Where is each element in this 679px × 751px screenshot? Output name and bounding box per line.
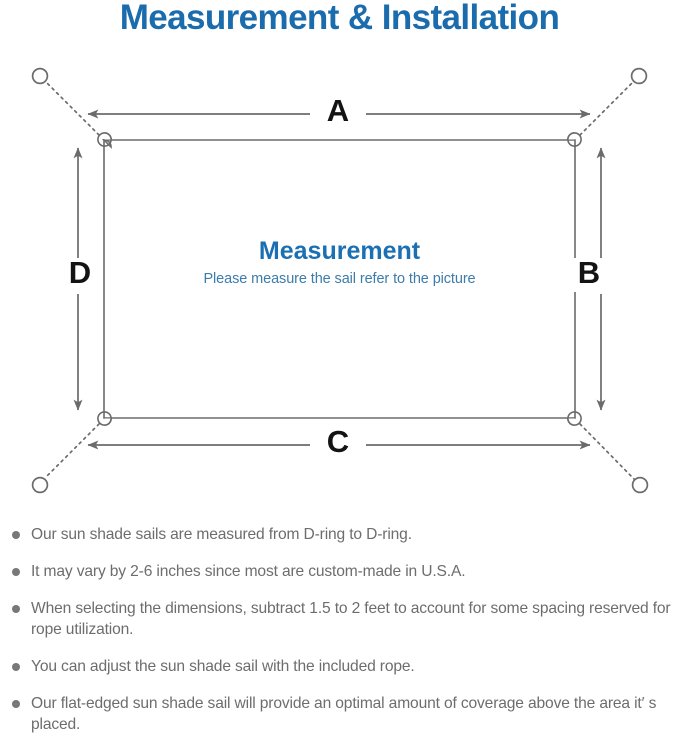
dimension-label-a: A xyxy=(310,95,366,130)
note-text: When selecting the dimensions, subtract … xyxy=(31,600,671,638)
notes-list: Our sun shade sails are measured from D-… xyxy=(0,524,679,751)
rope-lines xyxy=(44,80,636,481)
list-item: You can adjust the sun shade sail with t… xyxy=(0,656,679,677)
dimension-label-b: B xyxy=(566,257,612,292)
note-text: Our flat-edged sun shade sail will provi… xyxy=(31,695,657,733)
rope-top-left xyxy=(45,81,100,136)
list-item: Our sun shade sails are measured from D-… xyxy=(0,524,679,545)
anchor-bottom-right xyxy=(631,476,649,494)
d-ring-top-right xyxy=(567,132,582,147)
bullet-icon xyxy=(12,605,20,613)
bullet-icon xyxy=(12,663,20,671)
d-ring-bottom-right xyxy=(567,411,582,426)
dimension-label-d: D xyxy=(57,257,103,292)
d-ring-top-left xyxy=(97,132,112,149)
anchor-bottom-left xyxy=(31,476,49,494)
d-ring-bottom-left xyxy=(97,411,112,426)
page-title: Measurement & Installation xyxy=(119,0,560,37)
anchor-top-right xyxy=(630,67,648,85)
list-item: When selecting the dimensions, subtract … xyxy=(0,598,679,640)
anchor-top-left xyxy=(31,67,49,85)
note-text: It may vary by 2-6 inches since most are… xyxy=(31,563,466,580)
bullet-icon xyxy=(12,568,20,576)
list-item: Our flat-edged sun shade sail will provi… xyxy=(0,693,679,735)
rope-bottom-right xyxy=(579,423,636,481)
rope-bottom-left xyxy=(44,423,100,479)
list-item: It may vary by 2-6 inches since most are… xyxy=(0,561,679,582)
rope-top-right xyxy=(579,80,635,136)
bullet-icon xyxy=(12,700,20,708)
note-text: Our sun shade sails are measured from D-… xyxy=(31,526,412,543)
sail-rectangle xyxy=(103,139,576,419)
dimension-label-c: C xyxy=(310,426,366,461)
bullet-icon xyxy=(12,531,20,539)
note-text: You can adjust the sun shade sail with t… xyxy=(31,658,415,675)
anchor-points xyxy=(31,67,649,494)
sun-shade-sail-measurement-diagram xyxy=(0,44,679,514)
